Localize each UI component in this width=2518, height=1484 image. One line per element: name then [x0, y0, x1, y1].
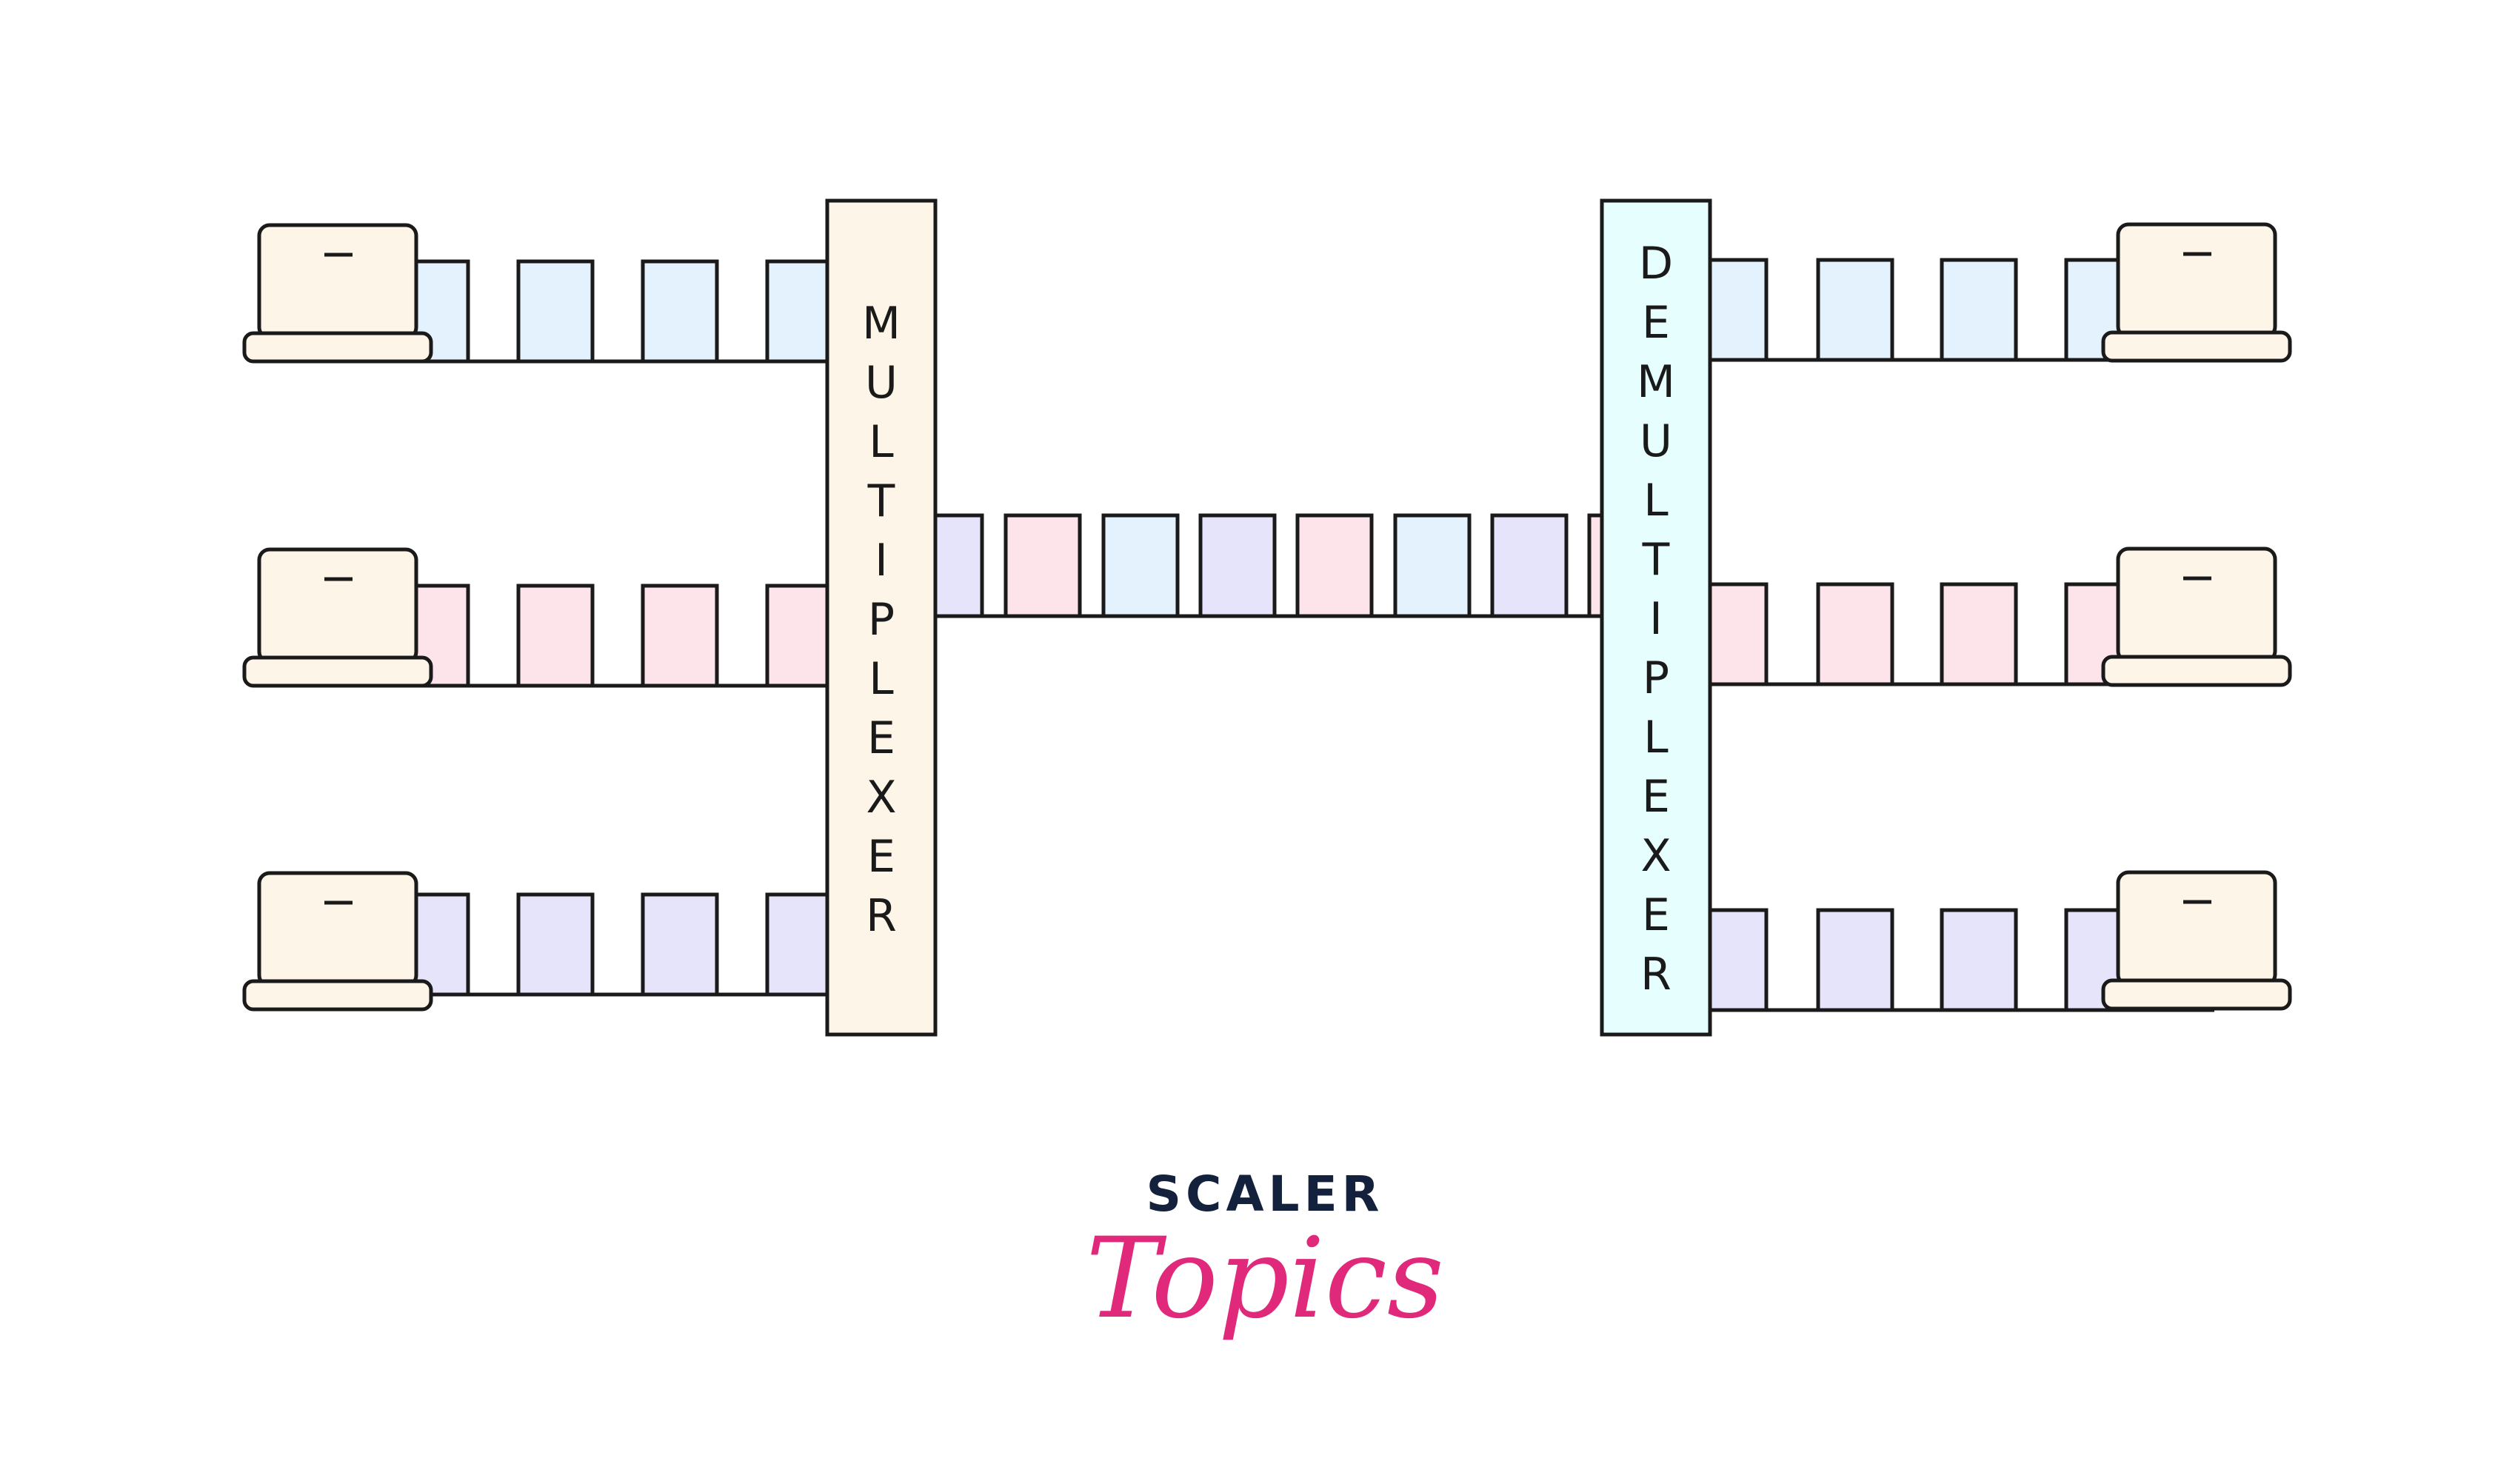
- data-frame: [1708, 582, 1769, 686]
- multiplexer-letter: M: [862, 298, 901, 350]
- demultiplexer-letter: X: [1640, 830, 1671, 882]
- demultiplexer-letter: U: [1640, 415, 1672, 467]
- multiplexer-letter: L: [869, 653, 894, 705]
- data-frame: [641, 892, 719, 997]
- demultiplexer-letter: E: [1642, 297, 1670, 349]
- multiplexer-letter: U: [865, 357, 898, 409]
- demultiplexer-letter: P: [1643, 652, 1669, 704]
- multiplexer-letter: E: [867, 712, 895, 764]
- demultiplexer-box: [1600, 198, 1712, 1037]
- laptop-icon: [2101, 222, 2292, 363]
- data-frame: [641, 259, 719, 364]
- shared-link-frame: [1198, 513, 1277, 618]
- data-frame: [641, 584, 719, 688]
- laptop-icon: [242, 547, 433, 688]
- shared-link-frame: [1003, 513, 1082, 618]
- data-frame: [1708, 258, 1769, 362]
- shared-link-frame: [1587, 513, 1604, 618]
- data-frame: [1940, 582, 2018, 686]
- laptop-icon: [2101, 870, 2292, 1011]
- demultiplexer-letter: E: [1642, 889, 1670, 941]
- demultiplexer-letter: M: [1637, 356, 1675, 408]
- shared-link-frame: [1295, 513, 1374, 618]
- demultiplexer-letter: E: [1642, 771, 1670, 823]
- data-frame: [516, 259, 595, 364]
- logo-topics-text: Topics: [1086, 1214, 1444, 1343]
- shared-link-frame: [1101, 513, 1180, 618]
- multiplexer-box: [825, 198, 938, 1037]
- data-frame: [1940, 258, 2018, 362]
- demultiplexer-letter: L: [1643, 712, 1669, 763]
- multiplexer-letter: X: [866, 772, 896, 823]
- logo-scaler-text: SCALER: [1146, 1166, 1383, 1223]
- multiplexer-letter: T: [867, 475, 895, 527]
- multiplexer-letter: I: [875, 535, 888, 586]
- laptop-icon: [242, 871, 433, 1012]
- data-frame: [516, 584, 595, 688]
- multiplexer-letter: L: [869, 416, 894, 468]
- demultiplexer-letter: L: [1643, 475, 1669, 527]
- data-frame: [1816, 258, 1894, 362]
- multiplexer-letter: R: [866, 890, 897, 942]
- demultiplexer-letter: I: [1649, 593, 1663, 645]
- multiplexer-letter: E: [867, 831, 895, 883]
- shared-link-frame: [1393, 513, 1472, 618]
- data-frame: [516, 892, 595, 997]
- data-frame: [1816, 582, 1894, 686]
- data-frame: [1708, 908, 1769, 1012]
- demultiplexer-letter: D: [1639, 238, 1673, 290]
- demultiplexer-letter: R: [1640, 949, 1672, 1000]
- laptop-icon: [2101, 547, 2292, 687]
- laptop-icon: [242, 223, 433, 364]
- laptops-layer: [242, 222, 2292, 1012]
- shared-link-frame: [1490, 513, 1569, 618]
- demultiplexer-letter: T: [1642, 534, 1670, 586]
- frames-layer: [390, 258, 2143, 1012]
- data-frame: [1940, 908, 2018, 1012]
- shared-link-frame: [933, 513, 984, 618]
- scaler-topics-logo: SCALER Topics: [1086, 1166, 1444, 1343]
- multiplexer-letter: P: [868, 594, 895, 646]
- data-frame: [1816, 908, 1894, 1012]
